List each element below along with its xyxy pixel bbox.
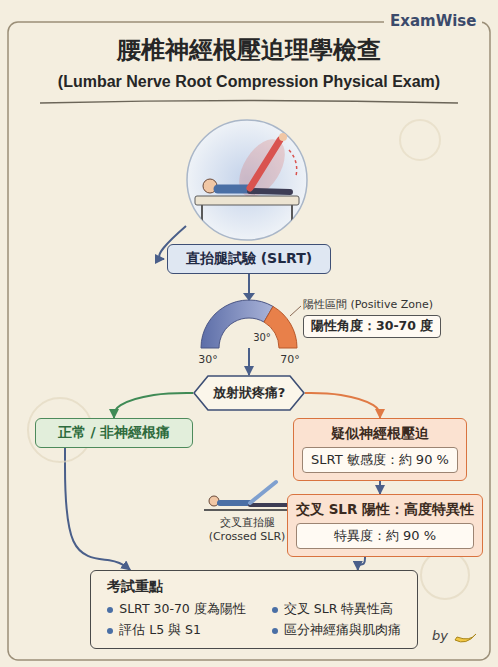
credit-label: by (432, 628, 448, 643)
raised-leg (250, 482, 276, 503)
bullet-item: SLRT 30-70 度為陽性 (107, 601, 246, 618)
patient-leg (250, 503, 287, 507)
decision-diamond: 放射狀疼痛? (193, 375, 305, 411)
summary-heading: 考試重點 (107, 578, 401, 596)
illustration-circle (187, 120, 307, 240)
gauge-arc (201, 300, 273, 348)
stat-box: 特異度：約 90 % (296, 523, 474, 549)
node-text: 放射狀疼痛? (213, 384, 286, 402)
flow-connector (305, 393, 380, 418)
leader-line (290, 306, 301, 316)
patient-leg (250, 191, 290, 192)
flow-connector (65, 448, 130, 570)
exam-bed (195, 196, 299, 205)
zone-heading: 陽性區間 (Positive Zone) (303, 297, 441, 312)
decision-outline (194, 376, 304, 410)
node-text: 正常 / 非神經根痛 (48, 424, 180, 442)
paper-stain (421, 551, 469, 599)
examiner-hand (279, 133, 287, 141)
bullet-item: 區分神經痛與肌肉痛 (272, 622, 401, 639)
node-text: 疑似神經根壓迫 (302, 425, 458, 443)
flow-connector (114, 393, 193, 418)
paper-stain (400, 120, 440, 160)
stat-box: SLRT 敏感度：約 90 % (302, 447, 458, 473)
bed-leg (291, 205, 293, 222)
node-text: 直抬腿試驗 (SLRT) (180, 250, 318, 268)
angle-label: 30° (250, 332, 274, 343)
brand-label: ExamWise (384, 11, 482, 31)
flow-connector (358, 557, 365, 570)
pain-glow (230, 131, 294, 204)
angle-label: 30° (193, 353, 223, 366)
bullet-item: 評估 L5 與 S1 (107, 622, 246, 639)
bullet-item: 交叉 SLR 特異性高 (272, 601, 401, 618)
result-box: 疑似神經根壓迫 SLRT 敏感度：約 90 % (293, 418, 467, 481)
slr-patient-illustration (195, 131, 299, 222)
patient-torso (218, 185, 250, 194)
crossed-slr-illustration (204, 482, 292, 510)
illustration-caption: 交叉直抬腿 (Crossed SLR) (197, 516, 297, 544)
raised-leg (250, 140, 280, 188)
exam-bed (204, 509, 292, 511)
node-text: 特異度：約 90 % (305, 527, 465, 545)
summary-box: 考試重點 SLRT 30-70 度為陽性 交叉 SLR 特異性高評估 L5 與 S1… (90, 570, 418, 649)
node-text: 交叉 SLR 陽性：高度特異性 (296, 501, 474, 519)
arrow-head (243, 293, 255, 301)
result-box: 正常 / 非神經根痛 (35, 418, 193, 448)
process-box: 直抬腿試驗 (SLRT) (167, 244, 331, 274)
page-frame (8, 22, 490, 660)
node-text: SLRT 敏感度：約 90 % (311, 451, 449, 469)
callout-box: 陽性區間 (Positive Zone) 陽性角度：30-70 度 (303, 297, 441, 338)
result-box: 交叉 SLR 陽性：高度特異性特異度：約 90 % (287, 494, 483, 557)
angle-label: 70° (275, 353, 305, 366)
bullet-grid: SLRT 30-70 度為陽性 交叉 SLR 特異性高評估 L5 與 S1 區分神經… (107, 601, 401, 639)
zone-value: 陽性角度：30-70 度 (303, 315, 441, 338)
flow-connector (379, 481, 381, 494)
motion-arc (289, 150, 297, 176)
title-underline (40, 101, 458, 104)
bed-leg (201, 205, 203, 222)
subtitle-text: (Lumbar Nerve Root Compression Physical … (0, 73, 498, 91)
banana-icon (455, 634, 476, 642)
title-text: 腰椎神經根壓迫理學檢查 (0, 34, 498, 66)
patient-torso (220, 500, 250, 506)
